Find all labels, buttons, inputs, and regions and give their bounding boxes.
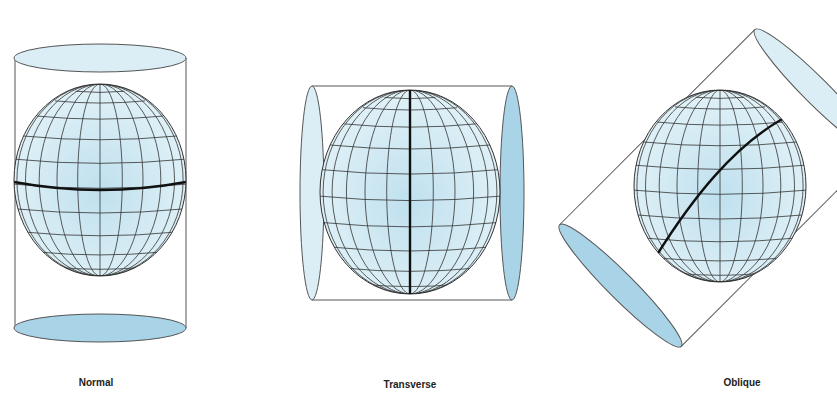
meridian-line: [332, 90, 488, 294]
tangent-line: [655, 112, 796, 258]
parallel-line: [696, 283, 745, 284]
meridian-line: [720, 90, 721, 282]
meridian-line: [346, 90, 473, 294]
meridian-line: [365, 90, 455, 294]
meridian-line: [410, 90, 411, 294]
normal-cylinder: [14, 44, 186, 342]
transverse-cylinder: [300, 86, 524, 300]
meridian-line: [387, 90, 434, 294]
parallel-line: [24, 136, 177, 140]
meridian-line: [78, 84, 123, 276]
parallel-line: [15, 209, 185, 213]
meridian-line: [26, 84, 175, 276]
parallel-line: [37, 252, 163, 255]
globe: [632, 90, 808, 284]
tangent-line: [409, 90, 411, 294]
parallel-line: [76, 91, 125, 92]
globe: [12, 84, 188, 278]
meridian-line: [659, 90, 781, 282]
parallel-line: [675, 107, 765, 109]
meridian-line: [323, 90, 497, 294]
parallel-line: [76, 277, 125, 278]
meridian-line: [637, 90, 803, 282]
tangent-line: [14, 182, 186, 190]
caption-label: Transverse: [384, 379, 437, 390]
parallel-line: [644, 142, 797, 146]
parallel-line: [632, 190, 808, 194]
meridian-line: [646, 90, 795, 282]
parallel-line: [37, 116, 163, 119]
meridian-line: [677, 90, 763, 282]
parallel-line: [55, 101, 145, 103]
meridian-line: [57, 84, 143, 276]
caption-label: Oblique: [723, 377, 760, 388]
parallel-line: [657, 122, 783, 125]
parallel-line: [635, 215, 805, 219]
parallel-line: [696, 97, 745, 98]
meridian-line: [17, 84, 183, 276]
parallel-line: [15, 159, 185, 163]
caption-label: Normal: [79, 377, 113, 388]
meridian-line: [698, 90, 743, 282]
parallel-line: [55, 267, 145, 269]
globe: [318, 90, 502, 296]
meridian-line: [100, 84, 101, 276]
parallel-line: [385, 295, 436, 296]
parallel-line: [657, 258, 783, 261]
oblique-cylinder: [550, 20, 837, 355]
parallel-line: [675, 273, 765, 275]
parallel-line: [24, 232, 177, 236]
meridian-line: [39, 84, 161, 276]
